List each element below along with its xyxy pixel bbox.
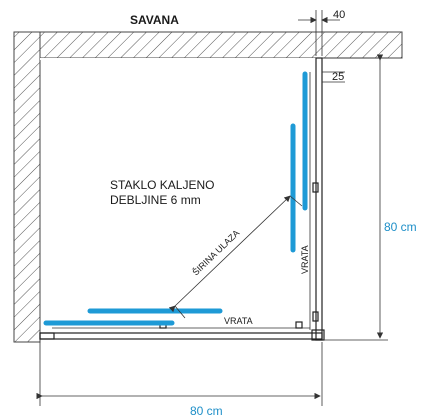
door-label-bottom: VRATA bbox=[224, 316, 253, 326]
top-wall bbox=[13, 31, 403, 59]
dimension-top-offset: 40 bbox=[333, 9, 345, 21]
dimension-height: 80 cm bbox=[384, 220, 417, 234]
entry-width-line bbox=[168, 195, 291, 313]
glass-note-line1: STAKLO KALJENO bbox=[110, 178, 214, 192]
door-label-right: VRATA bbox=[300, 245, 310, 274]
right-profile bbox=[315, 57, 323, 341]
diagram-title: SAVANA bbox=[130, 13, 179, 27]
dimension-width: 80 cm bbox=[190, 404, 223, 418]
entry-width-label: ŠIRINA ULAZA bbox=[190, 228, 241, 278]
glass-note-line2: DEBLJINE 6 mm bbox=[110, 193, 201, 207]
dimension-side-offset: 25 bbox=[332, 71, 344, 83]
bottom-profile bbox=[39, 332, 323, 340]
left-wall bbox=[13, 31, 41, 343]
